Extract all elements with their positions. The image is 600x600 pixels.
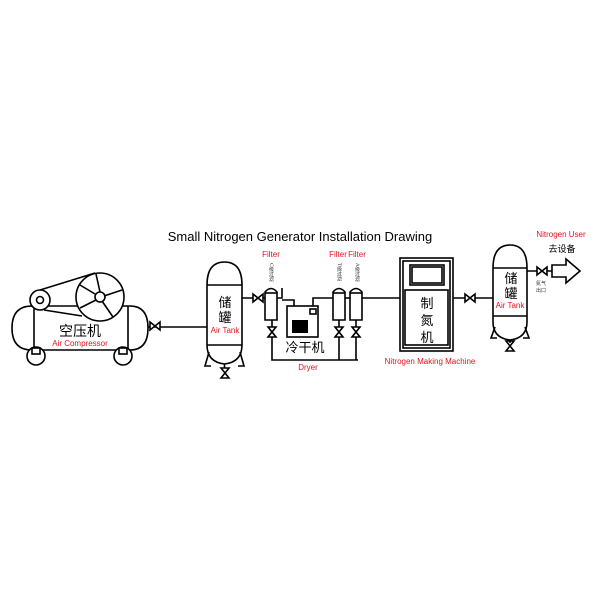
filter-3-label: Filter bbox=[348, 250, 366, 259]
arrow-right-icon bbox=[551, 257, 582, 285]
air-tank-1-cn-2: 罐 bbox=[218, 311, 231, 326]
dryer: 冷干机 Dryer bbox=[285, 305, 325, 372]
air-compressor: 空压机 Air Compressor bbox=[11, 272, 149, 366]
air-tank-1-label: Air Tank bbox=[211, 326, 241, 335]
outlet-cn-1: 氮气 bbox=[536, 280, 546, 287]
filter-2-cn: T级过滤 bbox=[336, 263, 342, 283]
nitrogen-user-label: Nitrogen User bbox=[536, 230, 586, 239]
filter-3-cn: A级过滤 bbox=[354, 262, 360, 283]
machine-label: Nitrogen Making Machine bbox=[385, 357, 476, 366]
machine-cn-1: 制 bbox=[420, 297, 433, 312]
nitrogen-user-cn: 去设备 bbox=[548, 243, 575, 255]
outlet-cn-2: 出口 bbox=[536, 287, 546, 294]
machine-cn-3: 机 bbox=[420, 331, 433, 346]
valve-icon bbox=[464, 292, 476, 304]
valves bbox=[149, 265, 548, 379]
air-tank-2-cn-2: 罐 bbox=[504, 287, 517, 302]
dryer-label: Dryer bbox=[298, 363, 318, 372]
filter-2-label: Filter bbox=[329, 250, 347, 259]
filter-1: Filter C级过滤 bbox=[262, 250, 280, 321]
drain-valve-icon bbox=[219, 367, 231, 379]
nitrogen-making-machine: 制 氮 机 Nitrogen Making Machine bbox=[385, 257, 476, 366]
air-tank-2-label: Air Tank bbox=[496, 301, 526, 310]
dryer-cn-label: 冷干机 bbox=[285, 341, 324, 356]
filter-3: Filter A级过滤 bbox=[348, 250, 366, 321]
drain-valve-icon bbox=[504, 340, 516, 352]
air-tank-2-cn-1: 储 bbox=[504, 272, 517, 287]
air-tank-1-cn-1: 储 bbox=[218, 296, 231, 311]
machine-cn-2: 氮 bbox=[420, 314, 433, 329]
valve-icon bbox=[350, 326, 362, 338]
filter-1-cn: C级过滤 bbox=[268, 263, 274, 283]
valve-icon bbox=[536, 265, 548, 277]
filter-2: Filter T级过滤 bbox=[329, 250, 347, 321]
valve-icon bbox=[266, 326, 278, 338]
valve-icon bbox=[252, 292, 264, 304]
air-tank-2: 储 罐 Air Tank bbox=[489, 244, 531, 343]
valve-icon bbox=[333, 326, 345, 338]
filter-1-label: Filter bbox=[262, 250, 280, 259]
diagram-title: Small Nitrogen Generator Installation Dr… bbox=[168, 229, 432, 244]
air-compressor-cn-label: 空压机 bbox=[59, 324, 101, 340]
air-tank-1: 储 罐 Air Tank bbox=[203, 261, 246, 368]
air-compressor-label: Air Compressor bbox=[52, 339, 108, 348]
valve-icon bbox=[149, 320, 161, 332]
